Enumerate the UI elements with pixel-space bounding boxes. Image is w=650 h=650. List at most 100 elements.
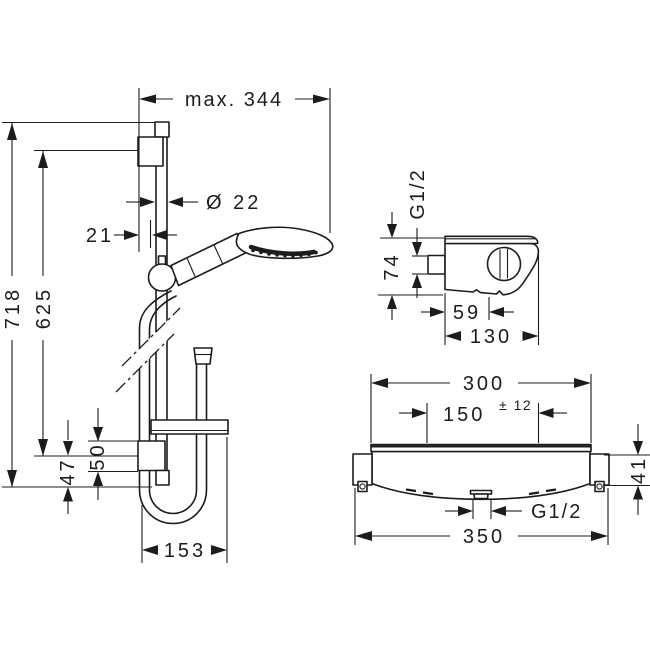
glass-plate-side xyxy=(444,235,539,245)
dim-150: 150 ± 12 xyxy=(399,397,567,443)
arrowhead xyxy=(430,307,445,317)
arrowhead xyxy=(168,197,183,207)
arrowhead xyxy=(139,94,156,104)
arrowhead xyxy=(371,378,388,388)
dim-label-50: 50 xyxy=(87,442,109,470)
arrowhead xyxy=(633,441,643,455)
arrowhead xyxy=(522,331,539,341)
arrowhead xyxy=(63,441,73,456)
spray-nozzles xyxy=(251,248,318,258)
break-mask xyxy=(116,308,180,392)
hand-shower xyxy=(170,226,334,287)
dim-625: 625 xyxy=(33,149,139,457)
dim-label-74: 74 xyxy=(381,252,403,280)
arrowhead xyxy=(124,230,139,240)
dim-label-dia-22: Ø 22 xyxy=(206,192,261,214)
dim-label-300: 300 xyxy=(463,373,505,395)
outlet-body xyxy=(473,493,489,500)
dim-label-625: 625 xyxy=(33,287,55,329)
rail-bottom-end xyxy=(155,469,170,486)
handle-knob-circle xyxy=(486,246,522,282)
s-connection-left xyxy=(352,453,373,493)
arrowhead xyxy=(355,531,372,541)
arrowhead xyxy=(412,408,427,418)
dim-label-153: 153 xyxy=(164,540,206,562)
dim-label-47: 47 xyxy=(57,457,79,485)
dim-59: 59 xyxy=(421,293,514,345)
screw-head xyxy=(359,483,366,490)
arrowhead xyxy=(591,531,608,541)
hose-inner-line xyxy=(148,295,198,515)
arrowhead xyxy=(38,439,48,456)
dim-label-21: 21 xyxy=(86,225,114,247)
port-marks xyxy=(405,488,557,496)
arrowhead xyxy=(38,151,48,168)
handle-joint-line xyxy=(213,244,223,264)
dim-153: 153 xyxy=(141,437,228,563)
arrowhead xyxy=(412,242,422,256)
shower-hose xyxy=(138,290,213,525)
soap-dish-bar xyxy=(150,419,229,435)
dim-label-150-tolerance: ± 12 xyxy=(499,397,532,413)
dim-label-150: 150 xyxy=(443,404,485,426)
wall-bracket-top xyxy=(137,136,164,167)
slider-holder xyxy=(147,255,177,292)
dim-label-g12-front: G1/2 xyxy=(531,501,582,523)
hose-connector xyxy=(193,347,213,365)
arrowhead xyxy=(63,487,73,502)
arrowhead xyxy=(142,545,158,555)
arrowhead xyxy=(458,506,473,516)
arrowhead xyxy=(633,485,643,500)
connector-screw xyxy=(594,480,605,493)
label-backing xyxy=(2,276,22,340)
dim-74: 74 xyxy=(378,212,444,320)
dim-g12-front: G1/2 xyxy=(445,500,582,523)
arrowhead xyxy=(93,427,103,442)
arrowhead xyxy=(574,378,591,388)
arrowhead xyxy=(211,545,227,555)
s-connection-right xyxy=(589,453,610,493)
break-line-lower xyxy=(115,333,175,393)
dim-dia-22: Ø 22 xyxy=(126,192,261,214)
arrowhead xyxy=(152,230,167,240)
break-symbol xyxy=(115,307,181,393)
dim-label-350: 350 xyxy=(463,526,505,548)
arrowhead xyxy=(7,470,17,487)
dim-g12-side: G1/2 xyxy=(407,168,429,298)
dim-350: 350 xyxy=(354,488,609,548)
outlet-nipple xyxy=(469,489,493,500)
arrowhead xyxy=(412,274,422,288)
shower-rail-view: 718 625 50 47 xyxy=(2,88,334,563)
dim-label-130: 130 xyxy=(470,326,512,348)
screw-head xyxy=(596,483,603,490)
dim-max-344: max. 344 xyxy=(138,88,331,252)
dim-50: 50 xyxy=(87,408,138,500)
dim-label-59: 59 xyxy=(453,302,481,324)
hand-shower-handle xyxy=(170,232,248,287)
dim-label-41: 41 xyxy=(628,456,650,484)
mixer-side-view: G1/2 74 59 130 xyxy=(378,168,540,348)
dim-47: 47 xyxy=(57,420,79,514)
dim-300: 300 xyxy=(370,373,592,443)
shower-rail xyxy=(155,136,168,471)
mixer-front-view: 300 150 ± 12 41 xyxy=(352,373,650,548)
connector-block xyxy=(352,453,373,486)
glass-plate-front xyxy=(370,443,592,453)
dim-21: 21 xyxy=(86,220,177,248)
dim-130: 130 xyxy=(445,250,540,348)
soap-dish xyxy=(150,419,229,435)
arrowhead xyxy=(538,408,554,418)
arrowhead xyxy=(491,506,506,516)
arrowhead xyxy=(313,94,330,104)
handle-joint-line xyxy=(186,257,196,277)
rail-top-cap xyxy=(154,121,170,138)
dim-718: 718 xyxy=(2,121,155,488)
arrowhead xyxy=(387,224,397,238)
arrowhead xyxy=(7,123,17,140)
arrowhead xyxy=(93,471,103,486)
dim-41: 41 xyxy=(604,424,650,515)
arrowhead xyxy=(445,331,461,341)
connector-screw xyxy=(357,480,368,493)
wall-bracket-bottom xyxy=(137,440,166,472)
